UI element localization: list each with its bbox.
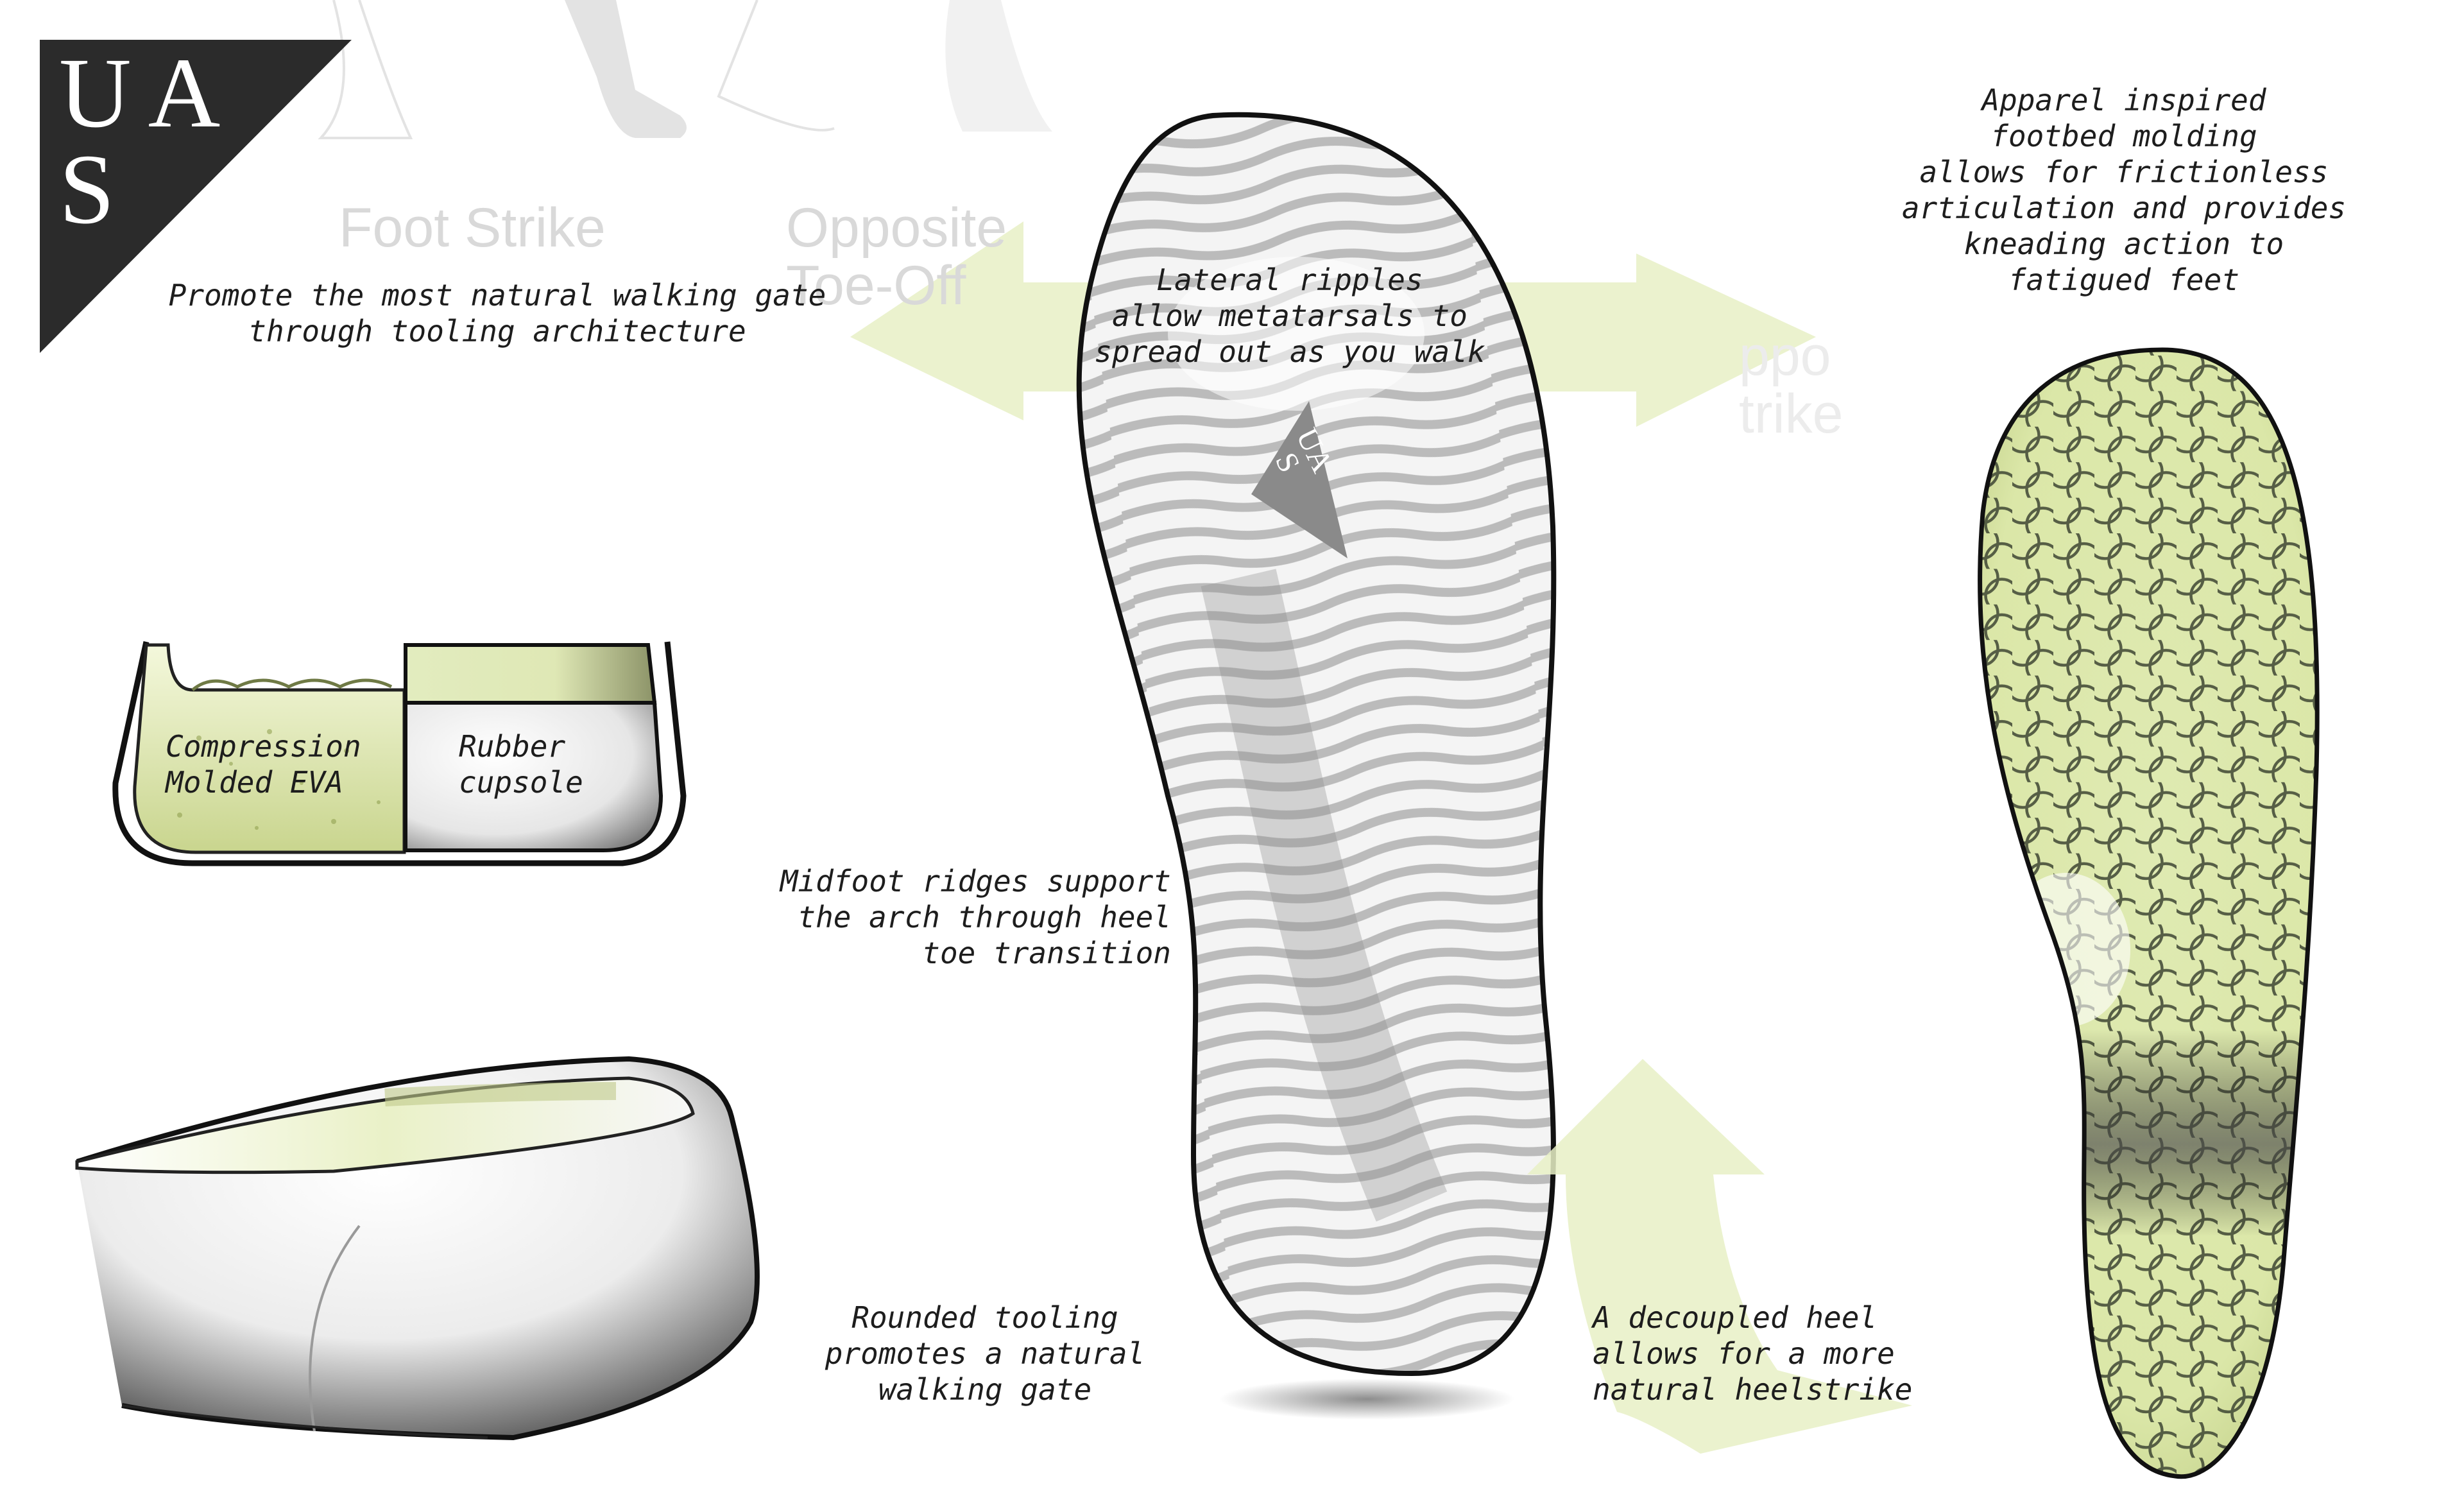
label-rubber-cupsole: Rubber cupsole bbox=[459, 729, 583, 800]
insole-logo bbox=[1251, 401, 1348, 558]
heel-perspective-render bbox=[75, 1056, 760, 1441]
logo-line-1: UA bbox=[59, 37, 237, 148]
phase-foot-strike: Foot Strike bbox=[339, 197, 606, 259]
annotation-midfoot-ridges: Midfoot ridges support the arch through … bbox=[780, 864, 1171, 970]
annotation-lateral-ripples: Lateral ripples allow metatarsals to spr… bbox=[1094, 262, 1485, 369]
annotation-rounded-tooling: Rounded tooling promotes a natural walki… bbox=[825, 1300, 1145, 1407]
outsole-bottom-view bbox=[1978, 347, 2320, 1479]
phase-opposite-toe-off: Opposite Toe-Off bbox=[786, 197, 1007, 316]
cross-section-diagram bbox=[112, 641, 687, 866]
label-compression-eva: Compression Molded EVA bbox=[166, 729, 361, 800]
brand-logo bbox=[40, 40, 352, 353]
annotation-walking-gate: Promote the most natural walking gate th… bbox=[168, 278, 826, 348]
annotation-apparel-footbed: Apparel inspired footbed molding allows … bbox=[1901, 83, 2347, 297]
background-walking-figures bbox=[318, 0, 1052, 139]
logo-lettering: UA S bbox=[59, 37, 237, 245]
phase-partial-label: ppo trike bbox=[1739, 325, 1844, 445]
logo-line-2: S bbox=[59, 133, 132, 245]
annotation-decoupled-heel: A decoupled heel allows for a more natur… bbox=[1593, 1300, 1913, 1407]
heelstrike-arrow bbox=[1527, 1059, 1912, 1454]
